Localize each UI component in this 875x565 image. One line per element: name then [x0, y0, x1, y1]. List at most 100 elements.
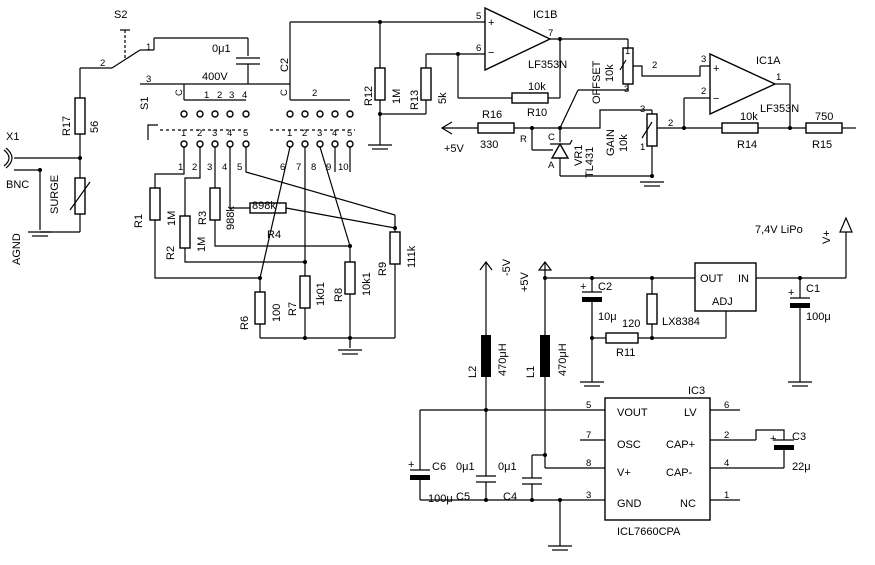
- svg-text:1: 1: [776, 72, 781, 83]
- ic1a-opamp: [709, 52, 777, 116]
- ic1b-opamp: [484, 6, 552, 72]
- c4-value: 0μ1: [498, 461, 517, 473]
- s2-label: S2: [114, 9, 127, 21]
- bnc-connector: [3, 147, 40, 171]
- svg-text:3: 3: [701, 54, 706, 65]
- r9-label: R9: [377, 262, 389, 276]
- surge-label: SURGE: [49, 175, 61, 214]
- r16-resistor: [477, 122, 515, 134]
- gain-potentiometer: [646, 113, 658, 147]
- svg-text:CAP+: CAP+: [666, 439, 695, 451]
- cap1-value: 0μ1: [212, 43, 231, 55]
- lipo-label: 7,4V LiPo: [755, 224, 803, 236]
- svg-text:2: 2: [652, 60, 657, 71]
- r3-resistor: [209, 187, 221, 221]
- svg-text:3: 3: [229, 90, 234, 101]
- c5-label: C5: [456, 491, 470, 503]
- r1-resistor: [149, 187, 161, 221]
- c6-label: C6: [432, 461, 446, 473]
- plus5-ref: +5V: [444, 143, 465, 155]
- ic1a-part: LF353N: [760, 103, 799, 115]
- svg-text:3: 3: [207, 162, 212, 173]
- agnd-label: AGND: [11, 233, 23, 265]
- svg-text:OSC: OSC: [617, 439, 641, 451]
- cap1-voltage: 400V: [202, 71, 228, 83]
- neg5-label: -5V: [501, 258, 513, 276]
- r11-resistor: [605, 332, 639, 344]
- svg-text:NC: NC: [680, 498, 696, 510]
- lipo-vplus: V+: [821, 230, 833, 244]
- svg-text:1: 1: [146, 42, 151, 53]
- r8-label: R8: [333, 288, 345, 302]
- r7-label: R7: [287, 302, 299, 316]
- r7-resistor: [299, 275, 311, 309]
- tl431-label: TL431: [584, 147, 596, 178]
- gain-value: 10k: [618, 134, 630, 152]
- r2-value: 1M: [196, 237, 208, 252]
- r3-value: 988k: [225, 206, 237, 230]
- c1-label: C1: [806, 283, 820, 295]
- svg-text:4: 4: [227, 128, 232, 139]
- lx-adj: ADJ: [712, 296, 733, 308]
- svg-text:5: 5: [243, 128, 248, 139]
- c3-value: 22μ: [792, 461, 811, 473]
- lx8384-regulator: [694, 262, 757, 312]
- svg-text:5: 5: [237, 162, 242, 173]
- svg-text:8: 8: [586, 458, 591, 469]
- r15-label: R15: [812, 139, 832, 151]
- r13-label: R13: [409, 90, 421, 110]
- svg-text:2: 2: [100, 58, 105, 69]
- l2-label: L2: [467, 366, 479, 378]
- svg-text:C: C: [174, 89, 185, 96]
- svg-text:2: 2: [724, 430, 729, 441]
- svg-text:5: 5: [586, 400, 591, 411]
- r12-label: R12: [363, 86, 375, 106]
- svg-text:1: 1: [724, 490, 729, 501]
- r16-label: R16: [482, 109, 502, 121]
- lx-out: OUT: [700, 273, 724, 285]
- r15-value: 750: [815, 111, 833, 123]
- r1-value: 1M: [166, 211, 178, 226]
- adj-resistor: [646, 293, 658, 325]
- svg-text:3: 3: [586, 490, 591, 501]
- r8-value: 10k1: [361, 272, 373, 296]
- c5-value: 0μ1: [456, 461, 475, 473]
- bnc-label: BNC: [6, 179, 29, 191]
- r8-resistor: [344, 261, 356, 295]
- c2-plus: +: [580, 281, 586, 293]
- ic1b-name: IC1B: [533, 9, 557, 21]
- adj-resistor-value: 120: [622, 318, 640, 330]
- r2-label: R2: [165, 246, 177, 260]
- c1-plus: +: [788, 287, 794, 299]
- l2-value: 470μH: [497, 343, 509, 376]
- r13-value: 5k: [437, 92, 449, 104]
- c2-contacts: [286, 110, 354, 148]
- r17-value: 56: [89, 121, 101, 133]
- r9-resistor: [389, 231, 401, 265]
- r3-label: R3: [197, 211, 209, 225]
- r6-label: R6: [239, 316, 251, 330]
- l2-inductor: [481, 335, 491, 377]
- c6-value: 100μ: [428, 493, 453, 505]
- svg-text:5: 5: [476, 11, 481, 22]
- r12-resistor: [374, 67, 386, 101]
- svg-text:C: C: [279, 89, 290, 96]
- lx-in: IN: [738, 273, 749, 285]
- ic3-label: IC3: [688, 385, 705, 397]
- r17-label: R17: [61, 116, 73, 136]
- c3-plus: +: [770, 433, 776, 445]
- c4-label: C4: [503, 491, 517, 503]
- vr1-label: VR1: [573, 145, 585, 166]
- svg-text:2: 2: [302, 128, 307, 139]
- svg-text:2: 2: [192, 162, 197, 173]
- c2-label: C2: [598, 281, 612, 293]
- svg-text:4: 4: [222, 162, 227, 173]
- r2-resistor: [179, 215, 191, 249]
- r10-value: 10k: [528, 81, 546, 93]
- ic1a-plus: +: [713, 63, 719, 75]
- icl7660-ic: [604, 397, 711, 521]
- c1-value: 100μ: [806, 311, 831, 323]
- r17-resistor: [74, 97, 86, 135]
- svg-text:CAP-: CAP-: [666, 467, 693, 479]
